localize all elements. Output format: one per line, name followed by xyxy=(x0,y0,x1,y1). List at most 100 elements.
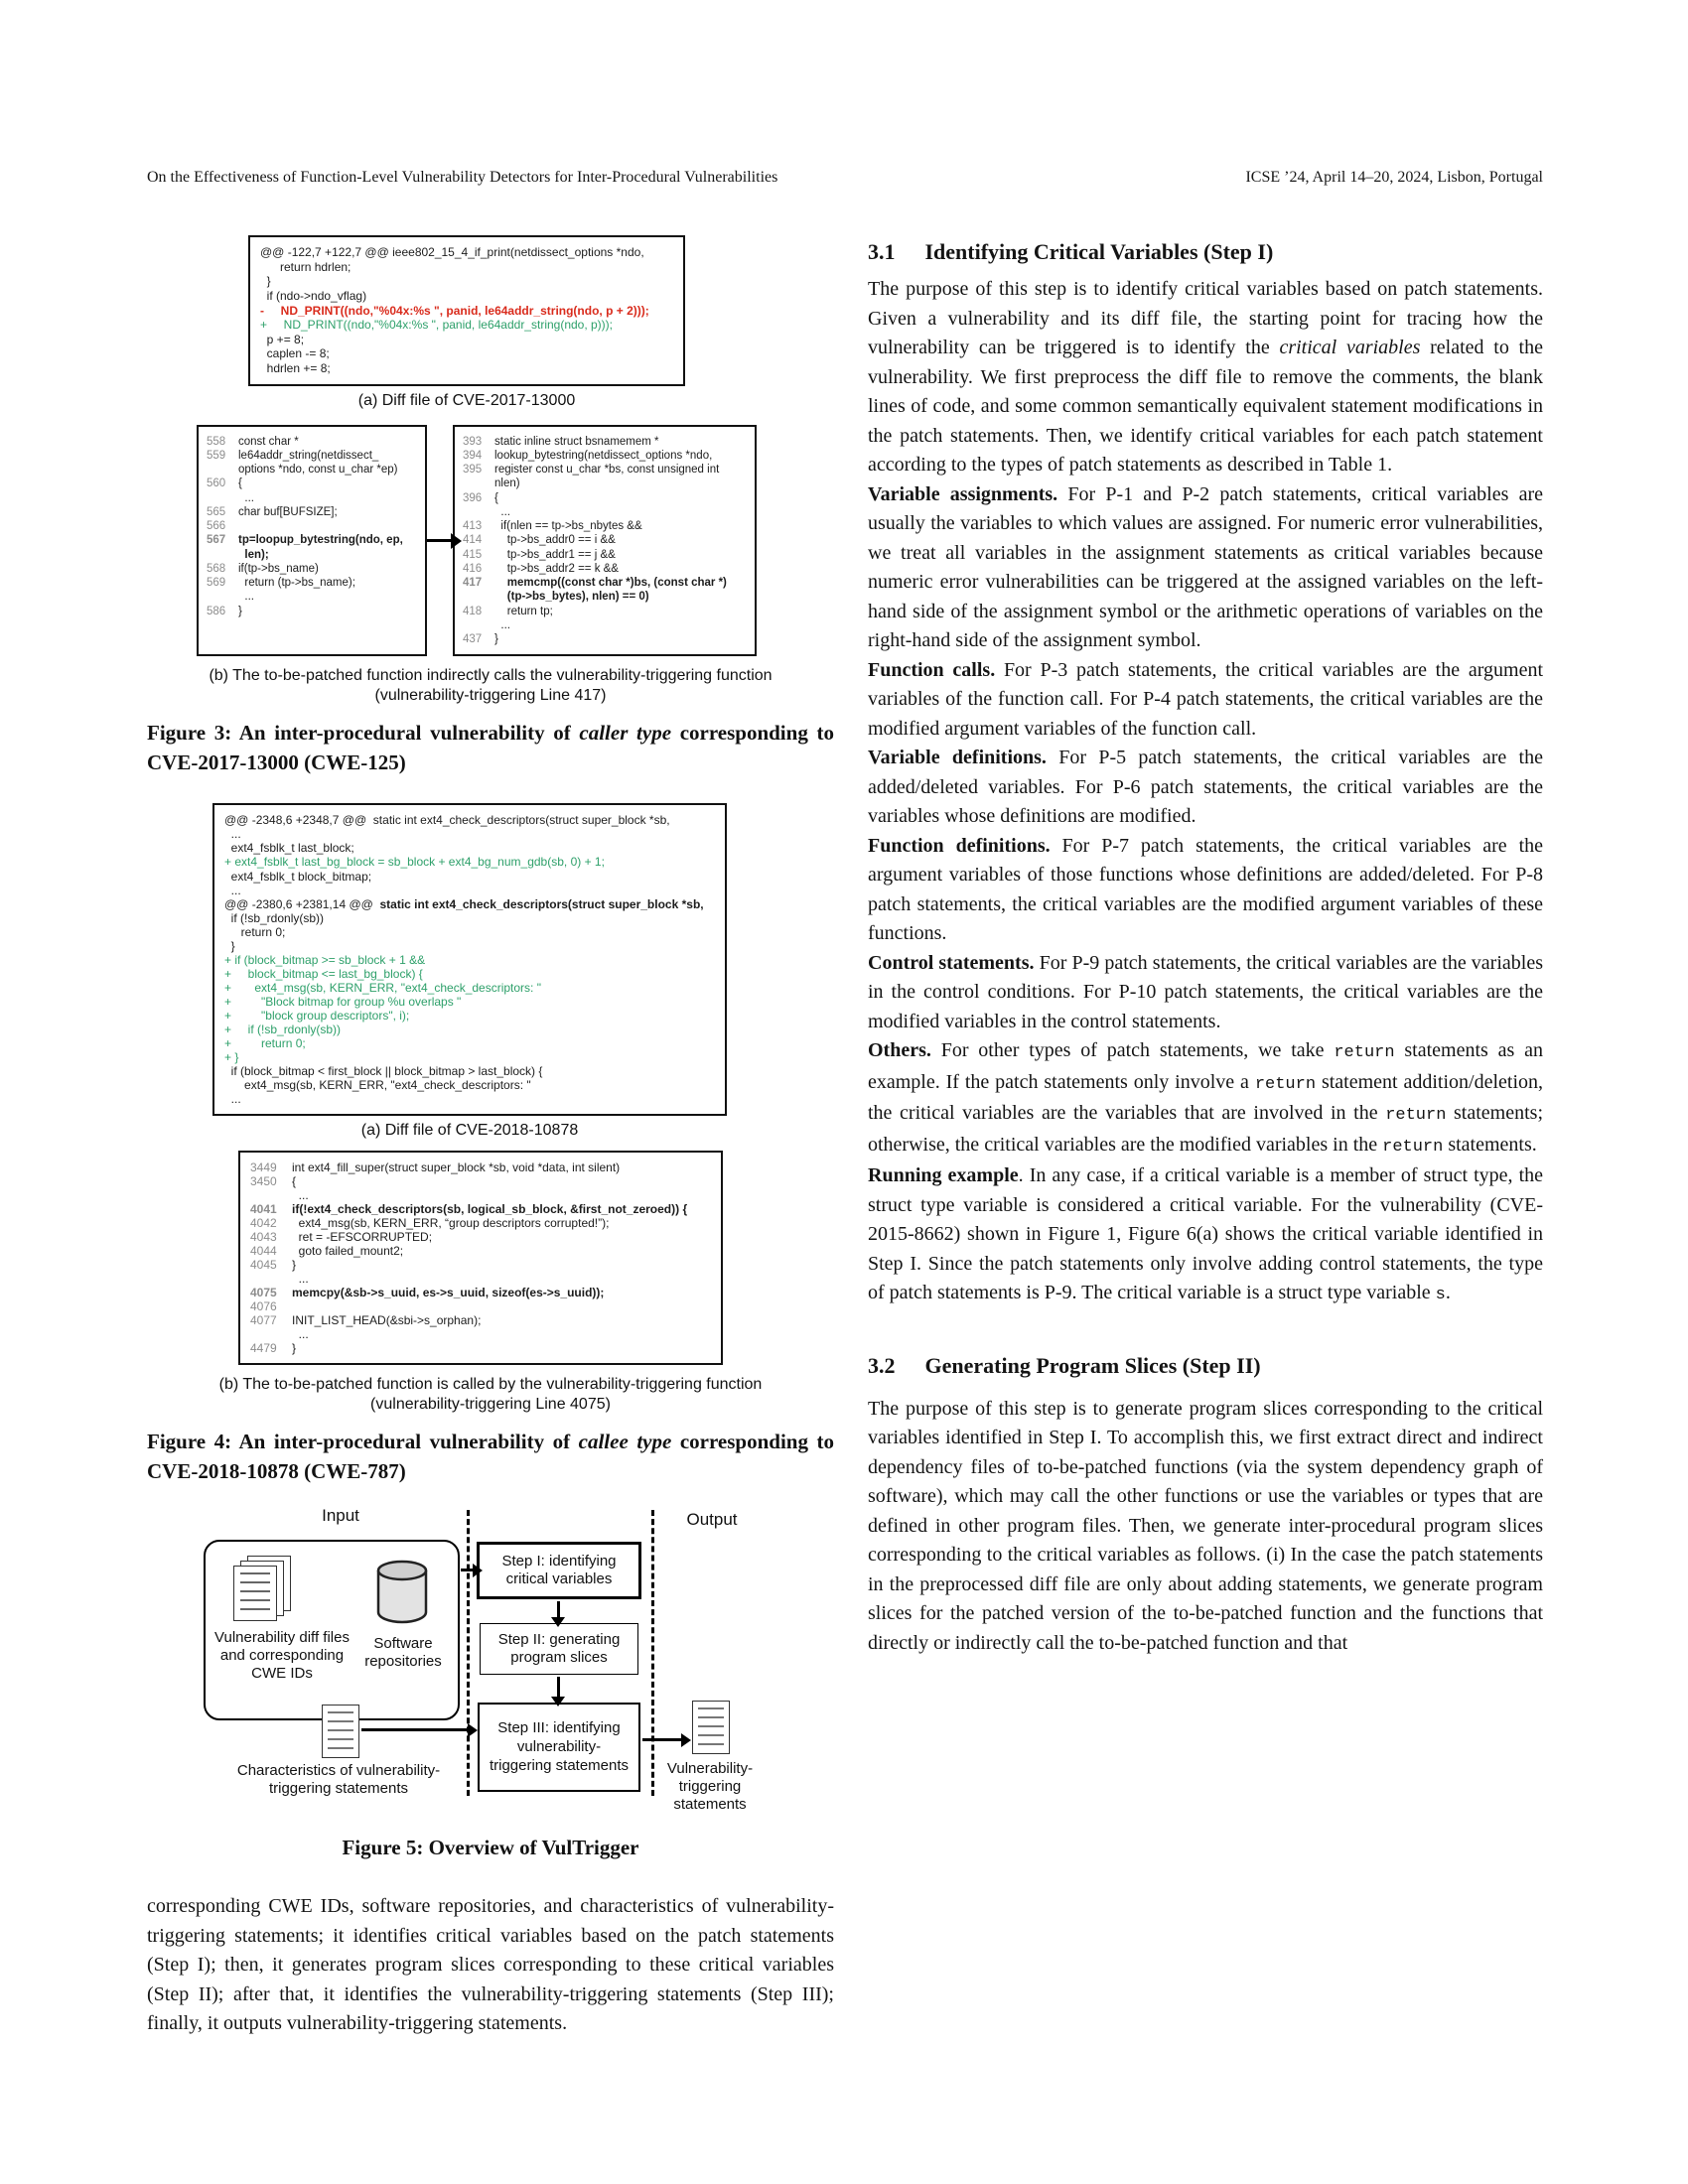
code-line: return hdrlen; xyxy=(260,259,352,274)
section-3-2-title: Generating Program Slices (Step II) xyxy=(924,1352,1261,1378)
code-line: + block_bitmap <= last_bg_block) { xyxy=(224,966,423,981)
paragraph-running-example: Running example. In any case, if a criti… xyxy=(868,1164,1543,1304)
code-line: p += 8; xyxy=(260,332,305,346)
code-line: 396{ xyxy=(463,491,498,504)
code-line: 3450{ xyxy=(250,1174,297,1189)
code-line: 4076 xyxy=(250,1299,277,1314)
step2-box: Step II: generating program slices xyxy=(480,1623,638,1676)
running-head-title: On the Effectiveness of Function-Level V… xyxy=(147,169,778,186)
code-line: 4043 ret = -EFSCORRUPTED; xyxy=(250,1230,433,1245)
code-line: + ND_PRINT((ndo,"%04x:%s ", panid, le64a… xyxy=(260,318,614,333)
software-repositories-label: Software repositories xyxy=(364,1635,442,1671)
code-line: - ND_PRINT((ndo,"%04x:%s ", panid, le64a… xyxy=(260,303,649,318)
code-line: 4044 goto failed_mount2; xyxy=(250,1244,404,1259)
documents-icon xyxy=(233,1556,291,1622)
code-line: 417 memcmp((const char *)bs, (const char… xyxy=(463,577,727,590)
code-line: nlen) xyxy=(494,478,520,490)
code-line: 414 tp->bs_addr0 == i && xyxy=(463,534,616,547)
output-doc-icon xyxy=(692,1701,730,1755)
code-line: ... xyxy=(494,618,510,631)
paragraph-31-intro: The purpose of this step is to identify … xyxy=(868,278,1543,476)
code-line: @@ -122,7 +122,7 @@ ieee802_15_4_if_prin… xyxy=(260,245,644,259)
figure3a-subcaption: (a) Diff file of CVE-2017-13000 xyxy=(357,391,576,409)
code-line: 4042 ext4_msg(sb, KERN_ERR, “group descr… xyxy=(250,1216,610,1231)
vultrigger-flowchart: Input Output Vulnerability diff files an… xyxy=(147,1496,834,1829)
figure4a-subcaption: (a) Diff file of CVE-2018-10878 xyxy=(360,1122,579,1140)
output-divider-dashed-line xyxy=(651,1510,654,1797)
left-column-paragraph: corresponding CWE IDs, software reposito… xyxy=(147,1895,834,2035)
code-line: @@ -2380,6 +2381,14 @@ static int ext4_c… xyxy=(224,896,704,911)
paragraph-control-statements: Control statements. For P-9 patch statem… xyxy=(868,951,1543,1032)
paragraph-function-definitions: Function definitions. For P-7 patch stat… xyxy=(868,834,1543,945)
code-line: + "Block bitmap for group %u overlaps " xyxy=(224,994,462,1009)
step1-box: Step I: identifying critical variables xyxy=(477,1542,641,1600)
code-line: 418 return tp; xyxy=(463,605,553,617)
code-line: ... xyxy=(224,1092,241,1106)
arrow-right-icon xyxy=(427,532,462,549)
paragraph-variable-assignments: Variable assignments. For P-1 and P-2 pa… xyxy=(868,482,1543,652)
code-line: ... xyxy=(292,1327,309,1342)
paragraph-others: Others. For other types of patch stateme… xyxy=(868,1039,1544,1157)
flowchart-output-label: Output xyxy=(686,1510,738,1530)
left-column: @@ -122,7 +122,7 @@ ieee802_15_4_if_prin… xyxy=(147,235,834,2039)
diff-files-label: Vulnerability diff files and correspondi… xyxy=(214,1629,350,1682)
section-3-1-title: Identifying Critical Variables (Step I) xyxy=(924,239,1274,264)
code-line: ext4_msg(sb, KERN_ERR, "ext4_check_descr… xyxy=(224,1077,531,1092)
code-line: 4479} xyxy=(250,1341,297,1356)
code-line: @@ -2348,6 +2348,7 @@ static int ext4_ch… xyxy=(224,813,670,828)
input-divider-dashed-line xyxy=(467,1510,470,1797)
code-line: } xyxy=(260,274,271,289)
code-line: + ext4_fsblk_t last_bg_block = sb_block … xyxy=(224,855,605,870)
code-line: ext4_fsblk_t block_bitmap; xyxy=(224,869,372,884)
flowchart-input-label: Input xyxy=(322,1506,359,1526)
code-line: caplen -= 8; xyxy=(260,346,330,361)
code-line: ... xyxy=(494,505,510,518)
figure3a-diff-box: @@ -122,7 +122,7 @@ ieee802_15_4_if_prin… xyxy=(248,235,685,386)
code-line: + "block group descriptors", i); xyxy=(224,1008,410,1023)
step3-box: Step III: identifying vulnerability-trig… xyxy=(478,1703,640,1793)
paragraph-function-calls: Function calls. For P-3 patch statements… xyxy=(868,658,1544,740)
figure4-caption: Figure 4: An inter-procedural vulnerabil… xyxy=(147,1430,835,1484)
arrow-step2-to-step3-icon xyxy=(552,1677,564,1707)
figure3-caption: Figure 3: An inter-procedural vulnerabil… xyxy=(147,721,834,775)
code-line: len); xyxy=(238,548,269,561)
database-icon xyxy=(376,1561,428,1624)
figure5-caption: Figure 5: Overview of VulTrigger xyxy=(342,1836,639,1860)
characteristics-doc-icon xyxy=(322,1705,359,1759)
code-line: ... xyxy=(238,591,254,604)
code-line: ... xyxy=(292,1188,309,1203)
code-line: ... xyxy=(224,883,241,897)
paragraph-variable-definitions: Variable definitions. For P-5 patch stat… xyxy=(868,747,1543,827)
code-line: } xyxy=(224,938,235,953)
code-line: ... xyxy=(224,827,241,842)
arrow-step1-to-step2-icon xyxy=(552,1601,564,1628)
arrow-input-to-step1-icon xyxy=(461,1564,483,1576)
code-line: + if (!sb_rdonly(sb)) xyxy=(224,1022,342,1036)
figure3b-subcaption: (b) The to-be-patched function indirectl… xyxy=(147,666,834,706)
code-line: options *ndo, const u_char *ep) xyxy=(238,464,398,477)
output-doc-label: Vulnerability-triggering statements xyxy=(666,1760,754,1813)
code-line: + if (block_bitmap >= sb_block + 1 && xyxy=(224,952,426,967)
characteristics-label: Characteristics of vulnerability-trigger… xyxy=(236,1762,441,1798)
figure4a-diff-box: @@ -2348,6 +2348,7 @@ static int ext4_ch… xyxy=(212,803,727,1117)
figure4b-subcaption-line1: (b) The to-be-patched function is called… xyxy=(218,1376,763,1394)
code-line: hdrlen += 8; xyxy=(260,361,331,375)
code-line: 586} xyxy=(207,605,242,617)
code-line: if (block_bitmap < first_block || block_… xyxy=(224,1063,543,1078)
